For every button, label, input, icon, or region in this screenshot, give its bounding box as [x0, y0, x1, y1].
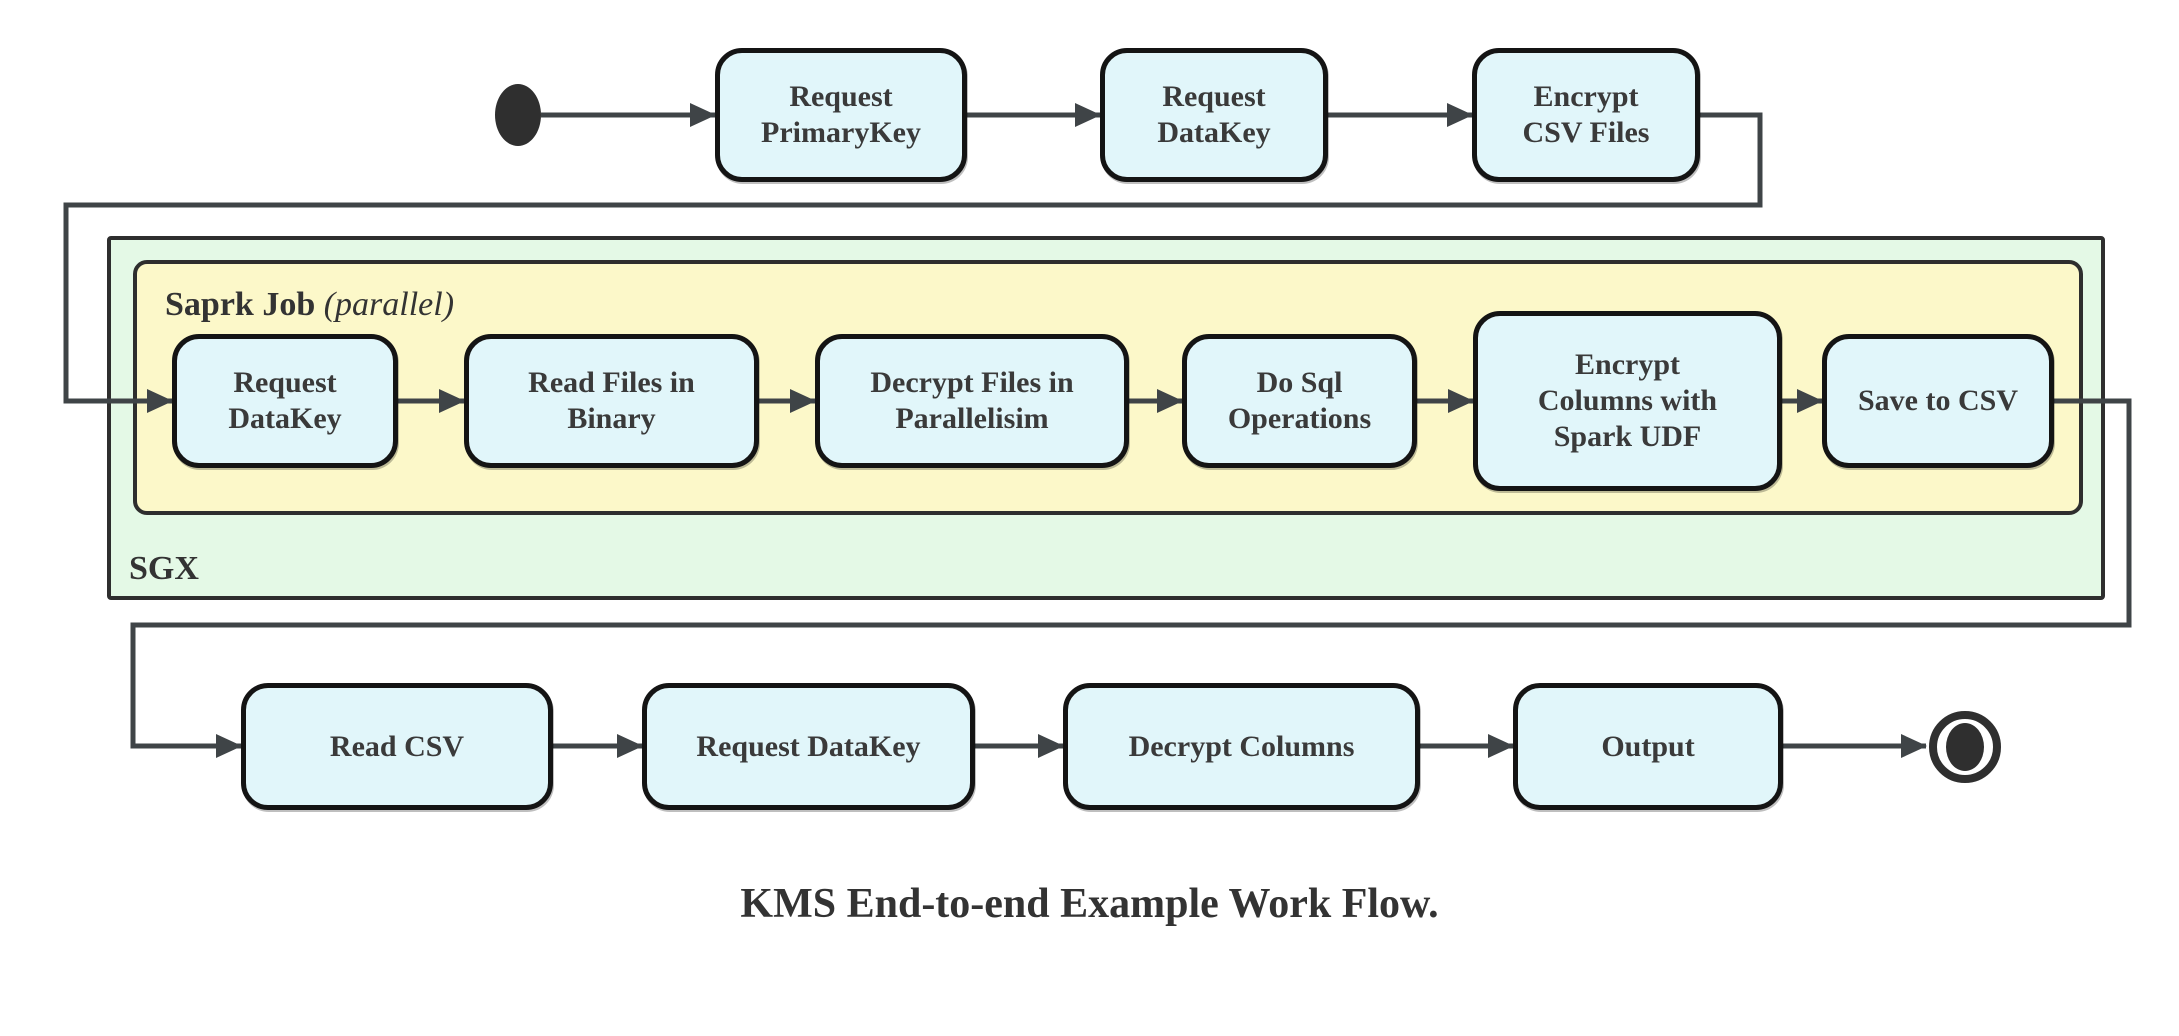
node-read-files-in-binary: Read Files in Binary	[464, 334, 759, 468]
end-state-inner-icon	[1946, 723, 1984, 771]
spark-job-label: Saprk Job (parallel)	[165, 288, 454, 322]
node-do-sql-operations: Do Sql Operations	[1182, 334, 1417, 468]
diagram-caption: KMS End-to-end Example Work Flow.	[740, 881, 1439, 927]
node-request-datakey-top: Request DataKey	[1100, 48, 1328, 182]
edge-encrypt-csv-files-to-sgx-request-datakey	[63, 112, 1763, 413]
node-output: Output	[1513, 683, 1783, 810]
node-encrypt-columns-with-spark-udf: Encrypt Columns with Spark UDF	[1473, 311, 1782, 491]
spark-job-label-italic: (parallel)	[323, 286, 455, 323]
node-decrypt-columns: Decrypt Columns	[1063, 683, 1420, 810]
node-read-csv: Read CSV	[241, 683, 553, 810]
node-request-datakey-bottom: Request DataKey	[642, 683, 975, 810]
spark-job-label-bold: Saprk Job	[165, 286, 316, 323]
sgx-label: SGX	[129, 550, 199, 587]
node-request-primarykey: Request PrimaryKey	[715, 48, 967, 182]
node-encrypt-csv-files: Encrypt CSV Files	[1472, 48, 1700, 182]
start-state-icon	[495, 84, 541, 146]
node-save-to-csv: Save to CSV	[1822, 334, 2054, 468]
node-sgx-request-datakey: Request DataKey	[172, 334, 398, 468]
node-decrypt-files-in-parallelisim: Decrypt Files in Parallelisim	[815, 334, 1129, 468]
edge-save-to-csv-to-read-csv	[130, 398, 2132, 758]
